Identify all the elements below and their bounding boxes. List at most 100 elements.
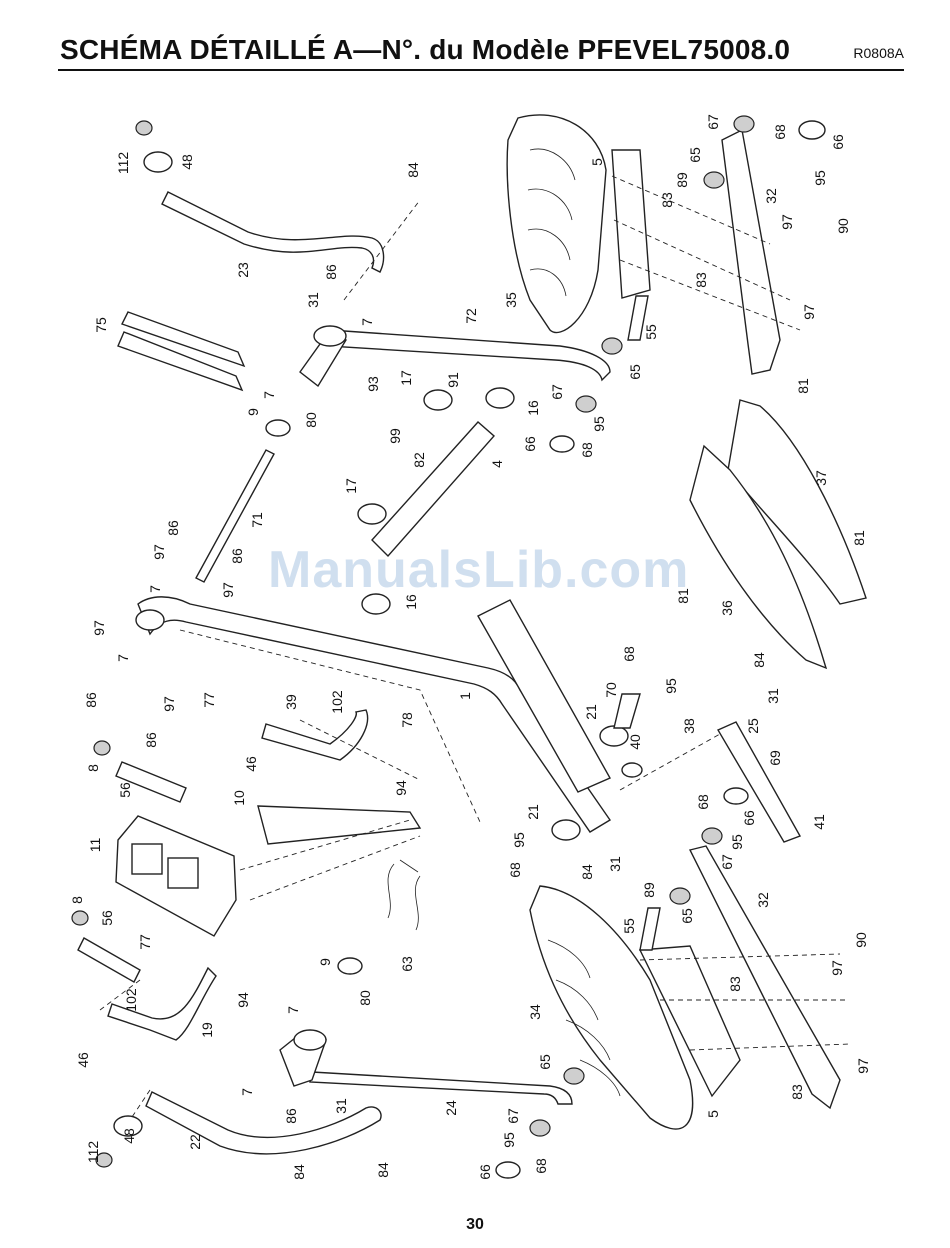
part-callout: 68	[621, 646, 637, 662]
part-callout: 65	[627, 364, 643, 380]
part-callout: 97	[855, 1058, 871, 1074]
main-frame-1	[137, 596, 612, 833]
part-callout: 17	[343, 478, 359, 494]
part-callout: 89	[674, 172, 690, 188]
part-callout: 66	[741, 810, 757, 826]
part-callout: 95	[663, 678, 679, 694]
part-callout: 97	[151, 544, 167, 560]
grip-56-top	[115, 761, 187, 803]
part-callout: 95	[511, 832, 527, 848]
part-callout: 83	[727, 976, 743, 992]
part-callout: 84	[579, 864, 595, 880]
part-callout: 81	[675, 588, 691, 604]
part-callout: 99	[387, 428, 403, 444]
lower-arm-bushing	[293, 1029, 327, 1051]
part-callout: 34	[527, 1004, 543, 1020]
pulley-21-top	[599, 725, 629, 747]
part-callout: 40	[627, 734, 643, 750]
part-callout: 86	[283, 1108, 299, 1124]
part-callout: 68	[533, 1158, 549, 1174]
handle-19	[107, 966, 217, 1041]
pedal-35-tread	[527, 148, 576, 297]
part-callout: 65	[687, 147, 703, 163]
pedal-34-tread	[547, 939, 621, 1097]
part-callout: 7	[115, 654, 131, 662]
part-callout: 22	[187, 1134, 203, 1150]
bushing-9-top	[265, 419, 291, 437]
part-callout: 31	[333, 1098, 349, 1114]
part-callout: 31	[305, 292, 321, 308]
part-callout: 68	[507, 862, 523, 878]
part-callout: 9	[317, 958, 333, 966]
pedal-arm-32-bottom	[688, 845, 841, 1110]
part-callout: 8	[85, 764, 101, 772]
part-callout: 80	[357, 990, 373, 1006]
part-callout: 78	[399, 712, 415, 728]
frame-end	[135, 609, 165, 631]
shroud-36	[689, 444, 828, 670]
knob-112-bottom	[95, 1152, 113, 1168]
part-callout: 63	[399, 956, 415, 972]
part-callout: 83	[789, 1084, 805, 1100]
part-callout: 5	[589, 158, 605, 166]
foam-grip-75-top	[121, 311, 246, 368]
part-callout: 48	[179, 154, 195, 170]
part-callout: 41	[811, 814, 827, 830]
header: SCHÉMA DÉTAILLÉ A—N°. du Modèle PFEVEL75…	[58, 30, 904, 70]
part-callout: 24	[443, 1100, 459, 1116]
part-callout: 86	[143, 732, 159, 748]
part-callout: 112	[85, 1141, 101, 1164]
wheel-65-lower	[563, 1067, 585, 1085]
pedal-bracket-5-bottom	[638, 945, 741, 1098]
model-code: R0808A	[853, 45, 904, 61]
pulley-21-bottom	[551, 819, 581, 841]
end-cap-48-bottom	[113, 1115, 143, 1137]
part-callout: 97	[161, 696, 177, 712]
cap-16-left	[361, 593, 391, 615]
part-callout: 82	[411, 452, 427, 468]
axle-55-bottom	[639, 907, 661, 951]
part-callout: 11	[87, 838, 103, 853]
part-callout: 97	[779, 214, 795, 230]
part-callout: 16	[525, 400, 541, 416]
part-callout: 95	[591, 416, 607, 432]
link-arm-69	[716, 721, 802, 843]
knob-8-bottom	[71, 910, 89, 926]
part-callout: 102	[329, 690, 345, 714]
console-display-left	[131, 843, 163, 875]
part-callout: 66	[830, 134, 846, 150]
part-callout: 25	[745, 718, 761, 734]
part-callout: 67	[705, 114, 721, 130]
part-callout: 46	[243, 756, 259, 772]
assembly-line-c	[179, 629, 481, 823]
part-callout: 65	[679, 908, 695, 924]
part-callout: 95	[729, 834, 745, 850]
part-callout: 67	[719, 854, 735, 870]
part-callout: 7	[261, 391, 277, 399]
part-callout: 90	[853, 932, 869, 948]
pulley-17-left	[357, 503, 387, 525]
part-callout: 94	[393, 780, 409, 796]
part-callout: 97	[801, 304, 817, 320]
part-callout: 56	[99, 910, 115, 926]
wheel-65-bottom	[669, 887, 691, 905]
part-callout: 84	[375, 1162, 391, 1178]
part-callout: 7	[147, 585, 163, 593]
part-callout: 17	[398, 370, 414, 386]
part-callout: 55	[643, 324, 659, 340]
part-callout: 83	[693, 272, 709, 288]
part-callout: 7	[359, 318, 375, 326]
part-callout: 23	[235, 262, 251, 278]
assembly-line-b	[639, 953, 851, 1051]
part-callout: 19	[199, 1022, 215, 1038]
part-callout: 83	[659, 192, 675, 208]
part-callout: 67	[549, 384, 565, 400]
wheel-67-bottom	[529, 1119, 551, 1137]
part-callout: 86	[229, 548, 245, 564]
part-callout: 97	[220, 582, 236, 598]
upper-handle-23	[161, 191, 385, 273]
cap-66-mid	[549, 435, 575, 453]
knob-112	[135, 120, 153, 136]
cap-66-bottom	[495, 1161, 521, 1179]
cap-66-right	[723, 787, 749, 805]
